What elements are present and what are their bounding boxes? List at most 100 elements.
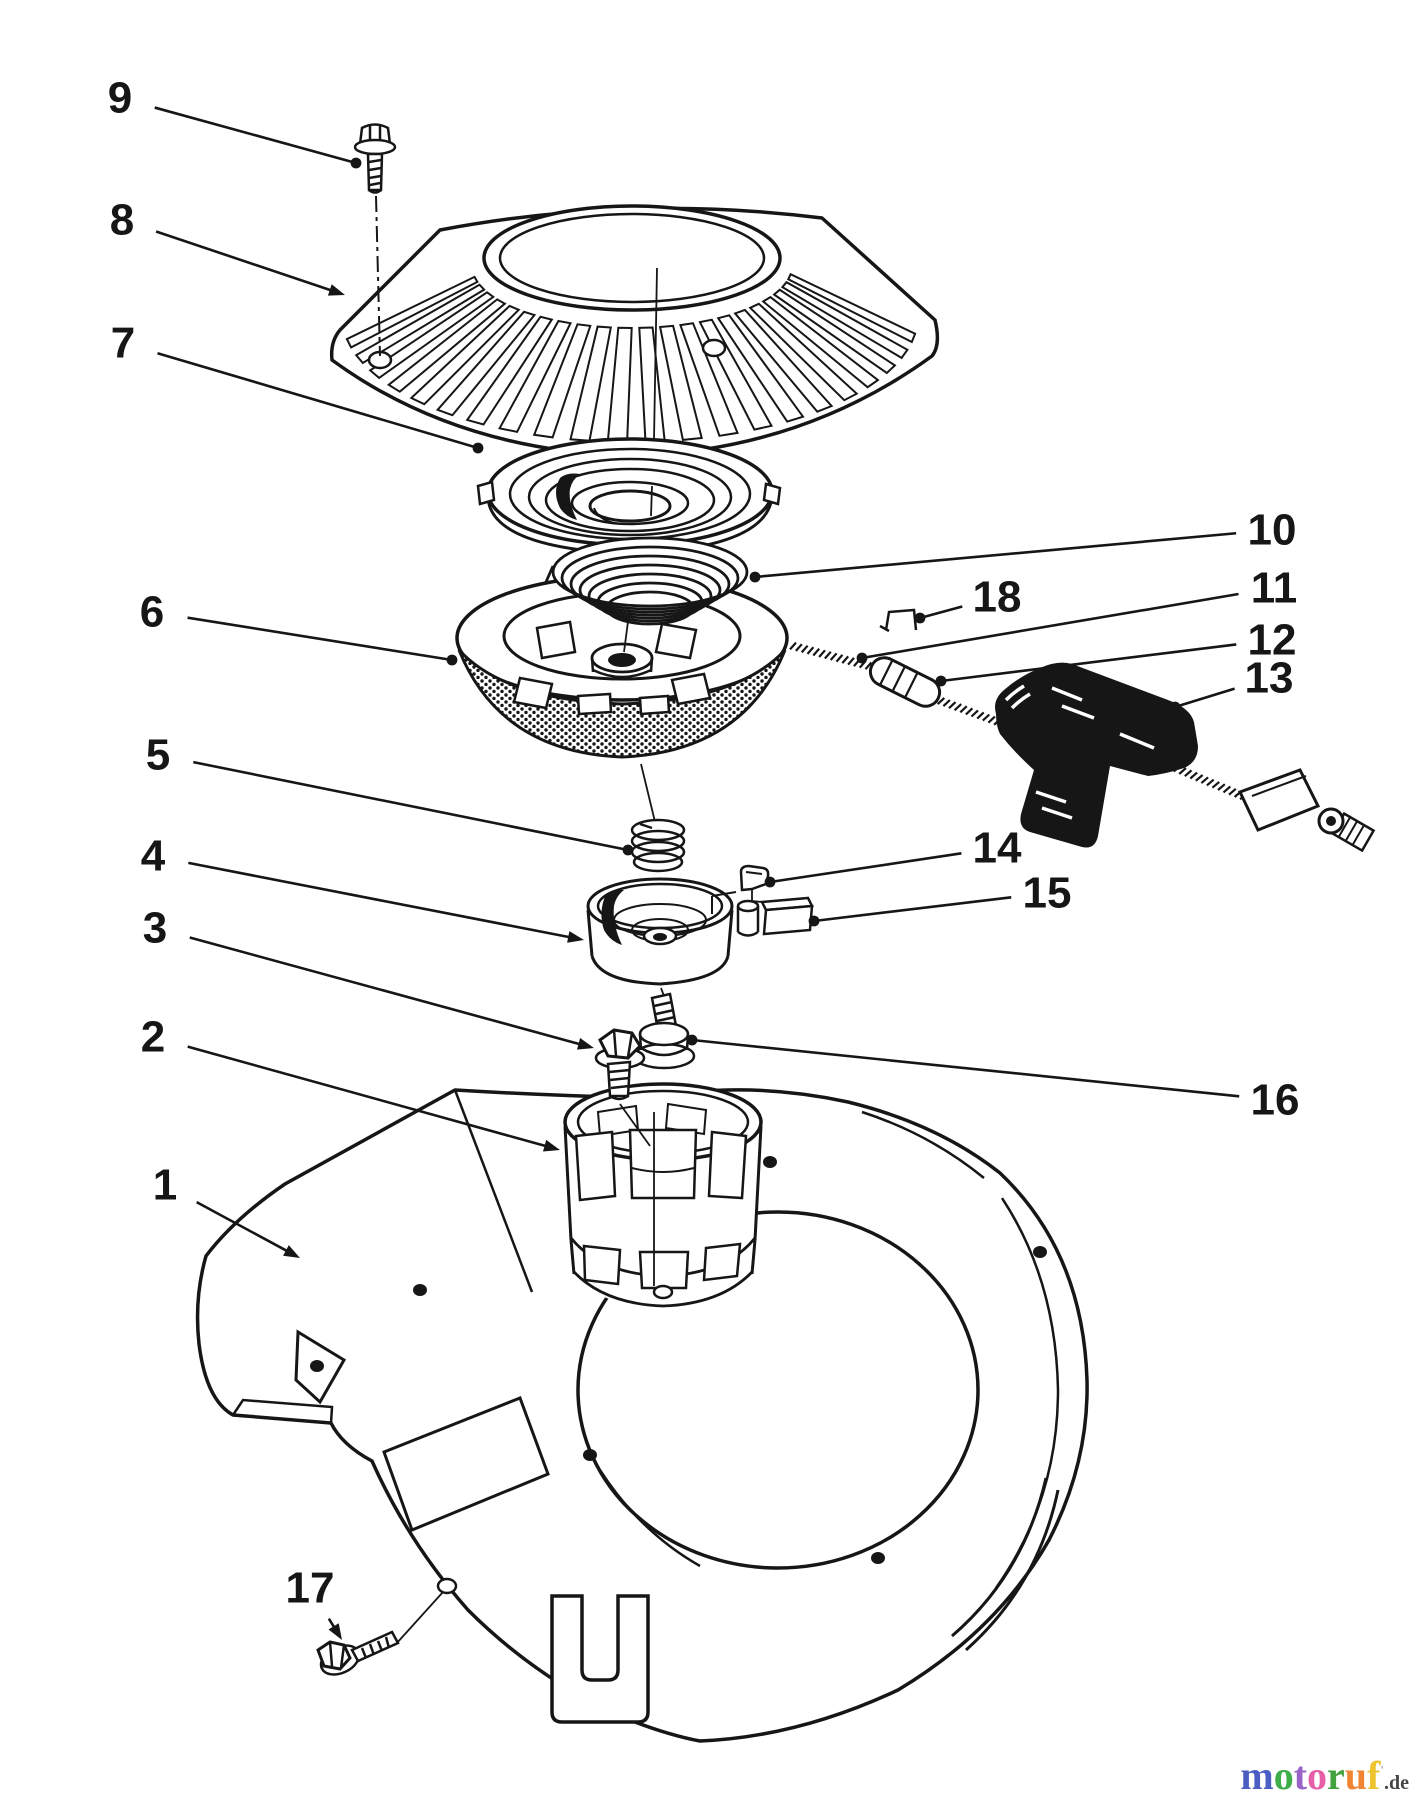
callout-tip-18 <box>914 612 926 624</box>
callout-tip-1 <box>283 1245 300 1258</box>
callout-leader-15 <box>813 896 1012 923</box>
callout-leader-5 <box>193 760 629 852</box>
handle-grip-ribs <box>1004 684 1155 820</box>
callout-label-10: 10 <box>1248 506 1297 555</box>
cover-vent-slot <box>786 272 917 344</box>
part-9-screw <box>353 123 397 357</box>
cage-windows <box>574 1128 748 1290</box>
axis-centerline-lower <box>640 763 657 827</box>
watermark-letter: f <box>1367 1753 1381 1798</box>
part-3-bolt <box>594 1028 651 1147</box>
rope-hatch-tick <box>835 654 844 663</box>
callout-tip-13 <box>1169 701 1181 713</box>
cover-vent-slot <box>386 298 507 393</box>
watermark-letter: r <box>1327 1753 1345 1798</box>
rope-hatch-tick <box>987 715 996 724</box>
callout-leader-8 <box>155 230 334 293</box>
callout-tip-6 <box>446 654 458 666</box>
rope-hatch-tick <box>1222 785 1232 794</box>
callout-label-17: 17 <box>286 1564 335 1613</box>
screw-axis-centerline <box>375 195 381 357</box>
rope-hatch-tick <box>1211 781 1220 789</box>
callout-label-11: 11 <box>1251 564 1298 613</box>
rope-hatch-tick <box>824 651 832 660</box>
callout-label-4: 4 <box>141 832 166 881</box>
rope-hatch-tick <box>965 707 974 716</box>
watermark-letter: o <box>1307 1753 1328 1798</box>
callout-leader-6 <box>187 616 453 662</box>
rope-hatch-tick <box>800 644 809 654</box>
callout-label-18: 18 <box>973 573 1022 622</box>
watermark-letter: o <box>1273 1753 1294 1798</box>
cover-vent-slot <box>780 280 909 360</box>
cover-vent-slot <box>772 288 897 375</box>
cover-vent-slot <box>409 304 521 406</box>
part-14-clip <box>739 864 770 903</box>
cover-vent-slot <box>368 291 496 380</box>
rope-hatch-tick <box>982 713 991 722</box>
callout-leader-13 <box>1174 687 1235 709</box>
callout-label-1: 1 <box>153 1161 177 1210</box>
rope-hatch-tick <box>1206 778 1215 787</box>
part-1-blower-housing <box>195 1088 1089 1743</box>
watermark-motoruf-logo: motoruf'.de <box>1240 1756 1409 1796</box>
part-10-rewind-spring <box>544 536 749 626</box>
watermark-letters: motoruf <box>1240 1753 1380 1798</box>
callout-tip-12 <box>935 675 947 687</box>
callout-leader-10 <box>754 531 1237 579</box>
cover-vent-slot <box>498 319 572 434</box>
part-18-anchor-pin <box>879 608 918 633</box>
part-17-screw <box>316 1630 400 1676</box>
cover-vent-slot <box>532 323 592 439</box>
part-16-washer-stud <box>632 992 696 1070</box>
housing-cable-bracket <box>550 1594 650 1724</box>
callout-tip-11 <box>856 652 868 664</box>
callout-label-7: 7 <box>111 319 135 368</box>
callout-tip-4 <box>567 931 584 943</box>
rope-hatch-tick <box>812 647 821 657</box>
callout-leader-3 <box>189 936 582 1046</box>
callout-label-6: 6 <box>140 588 164 637</box>
cover-vent-slots <box>345 272 917 444</box>
cover-vent-slot <box>716 314 805 423</box>
part-5-spring <box>630 818 686 873</box>
callout-leader-18 <box>919 605 963 620</box>
rope-hatch-tick <box>1189 771 1198 780</box>
housing-rivet-dots <box>413 1156 1047 1564</box>
callout-tip-16 <box>686 1034 698 1046</box>
watermark-mark: ' <box>1380 1762 1384 1778</box>
axis-centerline-drum <box>623 613 630 653</box>
callout-label-2: 2 <box>141 1013 165 1062</box>
rope-hatch-tick <box>1184 769 1193 778</box>
cover-vent-slot <box>733 308 834 413</box>
callout-leader-7 <box>157 351 479 450</box>
part-8-recoil-cover <box>329 204 940 458</box>
part-4-starter-cup <box>586 877 737 997</box>
callout-tip-9 <box>350 157 362 169</box>
callout-leader-1 <box>196 1200 290 1253</box>
rope-hatch-tick <box>948 701 957 710</box>
callout-leader-9 <box>154 106 357 165</box>
callout-leader-2 <box>187 1045 548 1148</box>
callout-label-12: 12 <box>1248 616 1297 665</box>
cover-vent-slot <box>748 302 859 402</box>
callout-tip-3 <box>577 1038 594 1050</box>
callout-tip-14 <box>764 876 776 888</box>
part-7-pulley <box>476 437 782 556</box>
rope-hatch-tick <box>1228 787 1237 796</box>
rope-hatch-tick <box>829 652 838 661</box>
cover-vent-slot <box>658 324 703 441</box>
cover-vent-slot <box>435 310 537 417</box>
callout-tip-17 <box>328 1623 342 1640</box>
rope-hatch-tick <box>942 699 951 707</box>
callout-leader-12 <box>940 643 1237 683</box>
watermark-suffix: .de <box>1384 1772 1409 1794</box>
rope-guide-and-eyelet <box>1237 768 1376 853</box>
cover-vent-slot <box>569 325 612 442</box>
callout-label-15: 15 <box>1023 869 1072 918</box>
drum-knurled-band <box>457 648 787 759</box>
rope-hatch-tick <box>806 646 815 655</box>
